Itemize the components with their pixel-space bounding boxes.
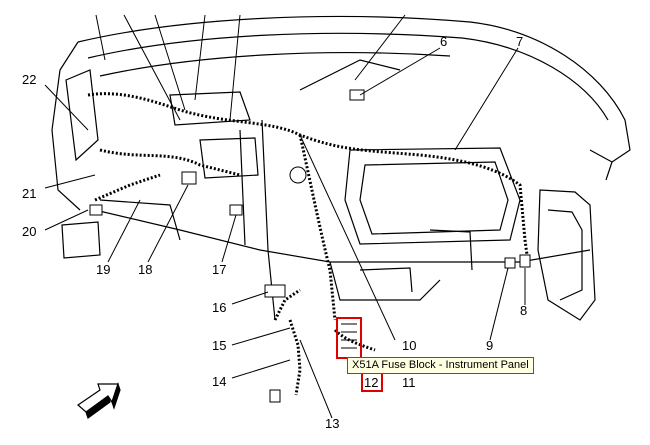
callout-labels: 22 21 20 19 18 17 16 15 14 13 12 11 10 9…	[22, 34, 527, 431]
callout-16: 16	[212, 300, 226, 315]
wiring-harness	[87, 92, 530, 396]
callout-19: 19	[96, 262, 110, 277]
fuse-block-highlight[interactable]	[336, 317, 362, 359]
callout-12-box[interactable]: 12	[361, 372, 383, 392]
callout-21: 21	[22, 186, 36, 201]
callout-6: 6	[440, 34, 447, 49]
callout-22: 22	[22, 72, 36, 87]
callout-15: 15	[212, 338, 226, 353]
leader-lines	[44, 14, 526, 419]
dash-outline	[51, 15, 631, 321]
callout-13: 13	[325, 416, 339, 431]
callout-8: 8	[520, 303, 527, 318]
callout-9: 9	[486, 338, 493, 353]
callout-11: 11	[402, 375, 416, 390]
callout-7: 7	[516, 34, 523, 49]
connectors	[89, 89, 531, 403]
fuse-block-tooltip: X51A Fuse Block - Instrument Panel	[347, 357, 534, 374]
callout-20: 20	[22, 224, 36, 239]
front-arrow-icon	[77, 382, 121, 419]
callout-18: 18	[138, 262, 152, 277]
callout-10: 10	[402, 338, 416, 353]
callout-17: 17	[212, 262, 226, 277]
callout-12: 12	[364, 375, 378, 390]
callout-14: 14	[212, 374, 226, 389]
